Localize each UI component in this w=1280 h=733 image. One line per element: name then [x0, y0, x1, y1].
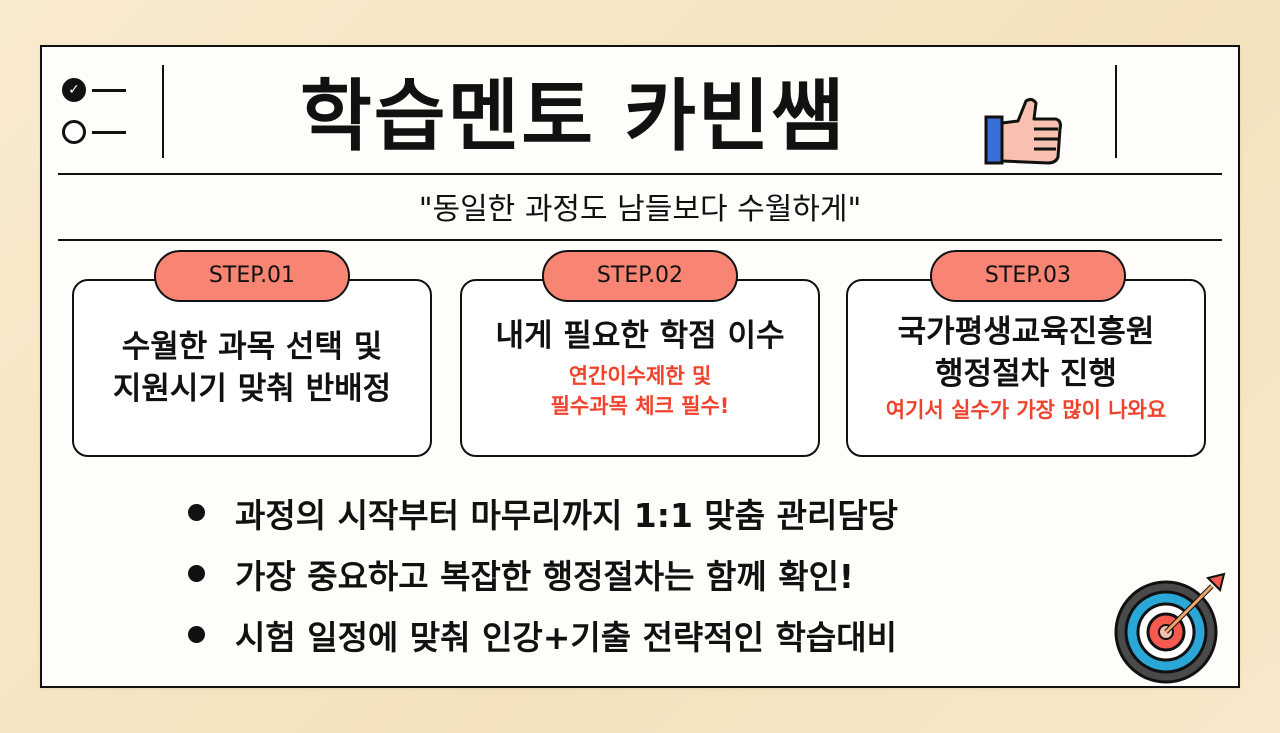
bullet-dot-icon: [188, 504, 205, 521]
target-dart-icon: [1114, 572, 1226, 684]
empty-circle-icon: [62, 120, 86, 144]
list-item-text: 과정의 시작부터 마무리까지 1:1 맞춤 관리담당: [235, 495, 899, 535]
list-item-text: 시험 일정에 맞춰 인강+기출 전략적인 학습대비: [235, 617, 897, 657]
checklist-icon: ✓: [62, 78, 152, 148]
title-underline: [58, 173, 1222, 175]
step-card-3: 국가평생교육진흥원 행정절차 진행 여기서 실수가 가장 많이 나와요: [846, 279, 1206, 457]
step-1-line-1: 수월한 과목 선택 및: [121, 329, 383, 365]
bullet-dot-icon: [188, 565, 205, 582]
list-item: 가장 중요하고 복잡한 행정절차는 함께 확인!: [188, 543, 1088, 604]
title-divider-left: [162, 65, 164, 158]
list-item: 시험 일정에 맞춰 인강+기출 전략적인 학습대비: [188, 604, 1088, 665]
info-card: ✓ 학습멘토 카빈쌤 "동일한 과정도 남들보다 수월하게" 수월한 과목 선택…: [40, 45, 1240, 688]
bullet-dot-icon: [188, 626, 205, 643]
subtitle-underline: [58, 239, 1222, 241]
step-3-badge: STEP.03: [930, 250, 1126, 302]
step-2-line-1: 내게 필요한 학점 이수: [495, 318, 785, 354]
thumbs-up-icon: [984, 97, 1062, 165]
feature-list: 과정의 시작부터 마무리까지 1:1 맞춤 관리담당 가장 중요하고 복잡한 행…: [188, 482, 1088, 665]
step-1-badge: STEP.01: [154, 250, 350, 302]
step-3-line-2: 행정절차 진행: [935, 356, 1117, 392]
bottom-border: [40, 686, 1240, 688]
step-card-2: 내게 필요한 학점 이수 연간이수제한 및 필수과목 체크 필수!: [460, 279, 820, 457]
page-subtitle: "동일한 과정도 남들보다 수월하게": [418, 192, 862, 227]
list-item-text: 가장 중요하고 복잡한 행정절차는 함께 확인!: [235, 556, 854, 596]
step-2-note-2: 필수과목 체크 필수!: [550, 394, 730, 418]
title-divider-right: [1115, 65, 1117, 158]
right-border: [1238, 45, 1240, 688]
list-item: 과정의 시작부터 마무리까지 1:1 맞춤 관리담당: [188, 482, 1088, 543]
step-card-1: 수월한 과목 선택 및 지원시기 맞춰 반배정: [72, 279, 432, 457]
top-border: [40, 45, 1240, 47]
step-3-note-1: 여기서 실수가 가장 많이 나와요: [885, 398, 1167, 422]
step-2-badge: STEP.02: [542, 250, 738, 302]
left-border: [40, 45, 42, 688]
checked-circle-icon: ✓: [62, 78, 86, 102]
step-3-line-1: 국가평생교육진흥원: [897, 314, 1155, 350]
step-2-note-1: 연간이수제한 및: [568, 364, 712, 388]
step-1-line-2: 지원시기 맞춰 반배정: [112, 371, 392, 407]
page-title: 학습멘토 카빈쌤: [300, 72, 846, 162]
